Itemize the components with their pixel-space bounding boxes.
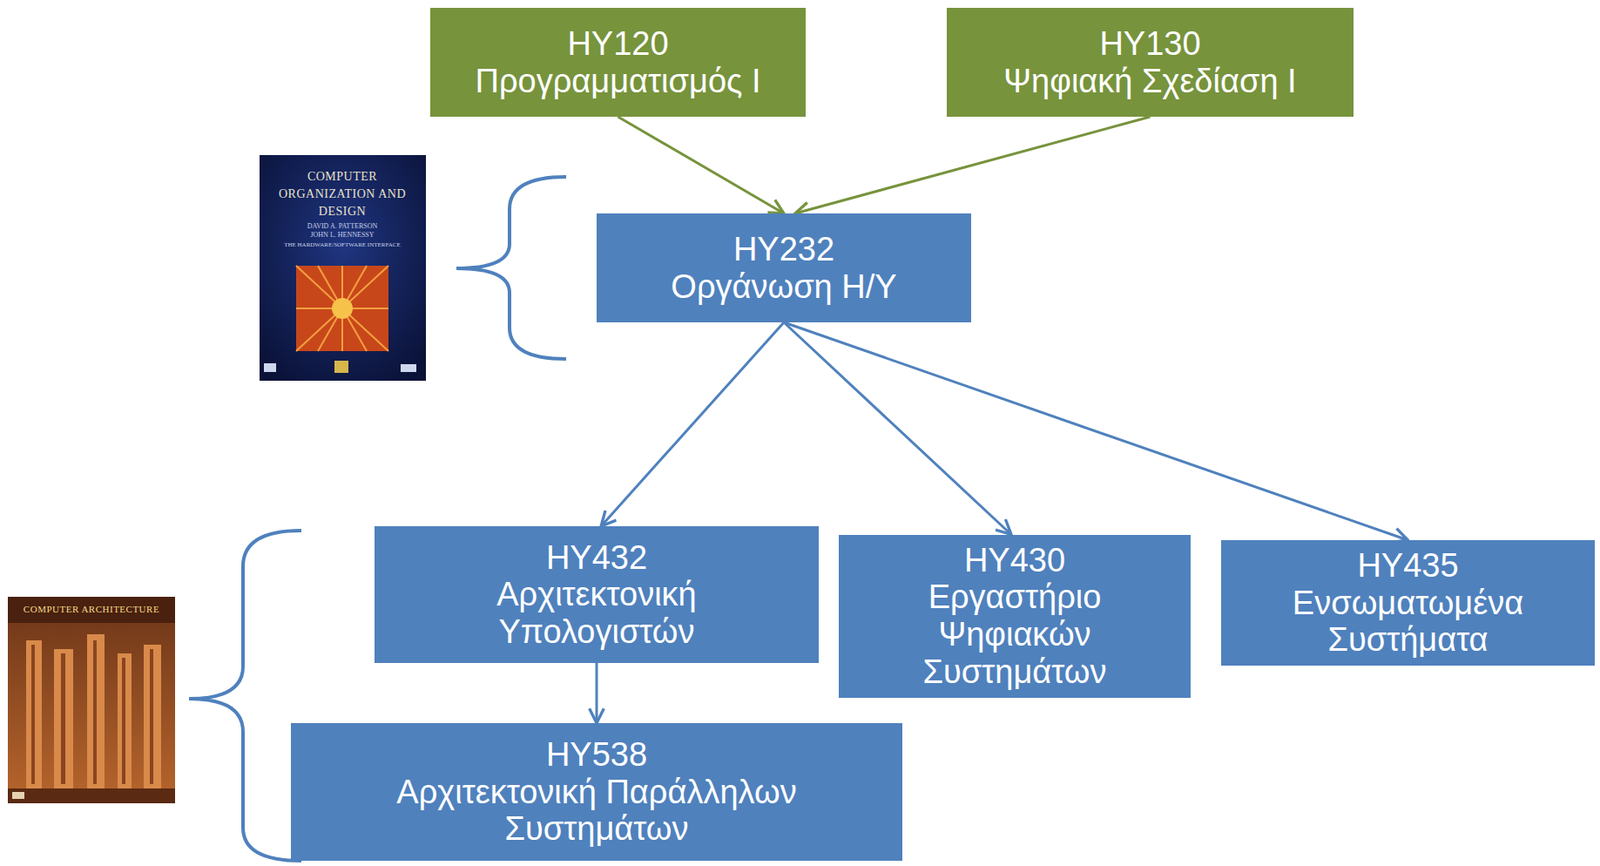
curly-brace	[189, 530, 302, 861]
course-title: Οργάνωση Η/Υ	[670, 268, 897, 306]
book-cover-text: THE HARDWARE/SOFTWARE INTERFACE	[266, 241, 419, 250]
book-cover	[7, 596, 176, 804]
course-code: ΗΥ435	[1356, 546, 1459, 585]
course-code: ΗΥ130	[1099, 25, 1201, 63]
course-title: Προγραμματισμός Ι	[475, 62, 762, 101]
course-title: Εργαστήριο Ψηφιακών Συστημάτων	[870, 578, 1159, 690]
course-title: Αρχιτεκτονική Υπολογιστών	[413, 575, 780, 650]
course-box: ΗΥ130Ψηφιακή Σχεδίαση Ι	[946, 7, 1354, 117]
book-cover-text: COMPUTER ORGANIZATION AND DESIGN	[276, 168, 408, 221]
course-box: ΗΥ432Αρχιτεκτονική Υπολογιστών	[374, 526, 819, 663]
course-code: ΗΥ232	[733, 230, 835, 269]
curly-brace	[456, 176, 567, 359]
prerequisite-arrow	[595, 662, 599, 723]
prerequisite-arrow	[783, 322, 1012, 535]
book-cover-text: COMPUTER ARCHITECTURE	[12, 603, 171, 615]
course-title: Ενσωματωμένα Συστήματα	[1242, 584, 1574, 659]
course-box: ΗΥ430Εργαστήριο Ψηφιακών Συστημάτων	[838, 534, 1191, 698]
course-code: ΗΥ538	[546, 735, 648, 774]
course-title: Ψηφιακή Σχεδίαση Ι	[1003, 62, 1297, 101]
course-box: ΗΥ435Ενσωματωμένα Συστήματα	[1221, 540, 1595, 666]
course-code: ΗΥ120	[567, 25, 669, 63]
course-code: ΗΥ430	[964, 541, 1066, 580]
course-title: Αρχιτεκτονική Παράλληλων Συστημάτων	[326, 773, 867, 848]
prerequisite-arrow	[618, 116, 785, 214]
book-cover	[259, 155, 426, 381]
book-cover-text: JOHN L. HENNESSY	[276, 230, 408, 240]
course-box: ΗΥ538Αρχιτεκτονική Παράλληλων Συστημάτων	[290, 722, 903, 861]
prerequisite-arrow	[795, 116, 1151, 214]
prerequisite-arrow	[783, 322, 1409, 541]
course-box: ΗΥ120Προγραμματισμός Ι	[430, 7, 806, 117]
course-box: ΗΥ232Οργάνωση Η/Υ	[596, 213, 972, 323]
course-code: ΗΥ432	[546, 539, 648, 577]
prerequisite-arrow	[600, 322, 784, 527]
book-cover-text: DAVID A. PATTERSON	[276, 222, 408, 231]
